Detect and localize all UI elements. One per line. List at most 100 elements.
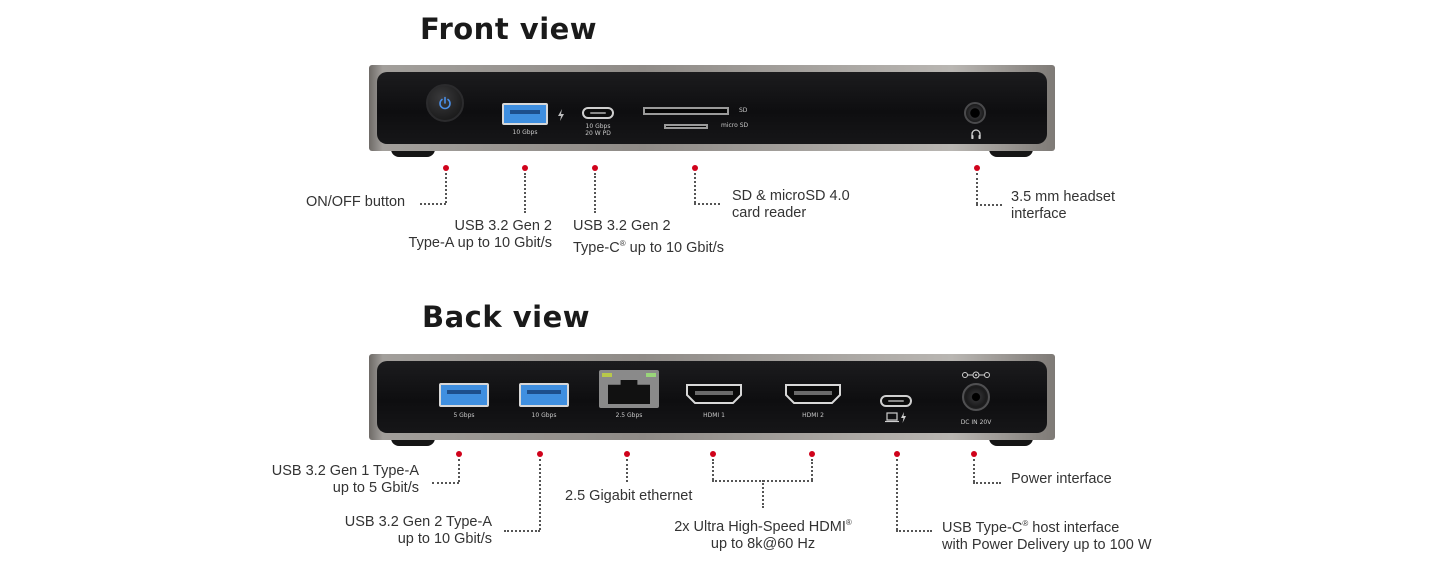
audio-jack-description: 3.5 mm headset interface (1011, 189, 1115, 223)
callout-line (420, 203, 446, 205)
back-usb-c-host-port[interactable] (880, 395, 912, 407)
callout-line (976, 204, 1002, 206)
back-usb-gen1-description: USB 3.2 Gen 1 Type-A up to 5 Gbit/s (250, 463, 419, 497)
front-usb-c-power-label: 20 W PD (585, 130, 611, 137)
front-usb-a-speed-label: 10 Gbps (512, 129, 538, 136)
front-usb-a-port[interactable] (502, 103, 548, 125)
callout-line (445, 173, 447, 203)
audio-jack-line2: interface (1011, 206, 1067, 222)
back-usb-gen1-line1: USB 3.2 Gen 1 Type-A (271, 463, 419, 479)
sd-reader-line2: card reader (732, 205, 807, 221)
device-foot (989, 149, 1033, 157)
callout-line (896, 459, 898, 530)
callout-line (626, 459, 628, 482)
callout-line (976, 173, 978, 204)
callout-dot-usb-gen2 (537, 451, 543, 457)
callout-dot-power (971, 451, 977, 457)
back-usb-gen2-line2: up to 10 Gbit/s (397, 531, 492, 547)
callout-line (973, 459, 975, 482)
callout-line (432, 482, 459, 484)
back-usb-a-2-speed-label: 10 Gbps (531, 412, 557, 419)
callout-dot-usb-a (522, 165, 528, 171)
device-foot (391, 149, 435, 157)
sd-reader-line1: SD & microSD 4.0 (732, 188, 850, 204)
callout-dot-onoff (443, 165, 449, 171)
usb-c-host-line2: with Power Delivery up to 100 W (942, 536, 1152, 553)
callout-dot-sd (692, 165, 698, 171)
hdmi-port-1[interactable] (685, 383, 743, 405)
sd-slot-label: SD (739, 107, 748, 114)
callout-dot-usb-c-host (894, 451, 900, 457)
back-usb-a-1-speed-label: 5 Gbps (453, 412, 475, 419)
front-view-heading: Front view (420, 12, 598, 46)
front-usb-a-line2: Type-A up to 10 Gbit/s (408, 235, 552, 251)
power-button[interactable] (426, 84, 464, 122)
callout-dot-hdmi-1 (710, 451, 716, 457)
callout-line (896, 530, 932, 532)
back-view-heading: Back view (422, 300, 591, 334)
callout-line (694, 203, 720, 205)
microsd-card-slot[interactable] (664, 124, 708, 129)
onoff-button-label: ON/OFF button (306, 194, 406, 210)
sd-reader-description: SD & microSD 4.0 card reader (732, 188, 850, 222)
callout-dot-ethernet (624, 451, 630, 457)
ethernet-description: 2.5 Gigabit ethernet (565, 488, 693, 504)
back-usb-gen2-description: USB 3.2 Gen 2 Type-A up to 10 Gbit/s (322, 514, 492, 548)
lightning-icon (558, 109, 564, 121)
front-usb-c-line2: Type-C® up to 10 Gbit/s (573, 239, 724, 256)
back-usb-a-port-1[interactable] (439, 383, 489, 407)
callout-line (524, 173, 526, 213)
callout-line (458, 459, 460, 482)
back-usb-gen1-line2: up to 5 Gbit/s (332, 480, 419, 496)
ethernet-speed-label: 2.5 Gbps (615, 412, 643, 419)
audio-jack-line1: 3.5 mm headset (1011, 189, 1115, 205)
callout-line (811, 459, 813, 480)
dc-in-label: DC IN 20V (960, 419, 992, 426)
callout-dot-usb-gen1 (456, 451, 462, 457)
ethernet-socket (608, 380, 650, 404)
device-foot (989, 438, 1033, 446)
headphones-icon (971, 129, 981, 139)
back-usb-gen2-line1: USB 3.2 Gen 2 Type-A (344, 514, 492, 530)
dc-power-jack[interactable] (962, 383, 990, 411)
callout-dot-usb-c (592, 165, 598, 171)
callout-line (762, 480, 764, 508)
front-panel: 10 Gbps 10 Gbps 20 W PD SD micro SD (377, 72, 1047, 144)
ethernet-port[interactable] (599, 370, 659, 408)
callout-line (694, 173, 696, 203)
power-icon (439, 96, 451, 110)
power-interface-description: Power interface (1011, 471, 1112, 487)
sd-card-slot[interactable] (643, 107, 729, 115)
front-usb-c-port[interactable] (582, 107, 614, 119)
back-usb-a-port-2[interactable] (519, 383, 569, 407)
front-usb-a-line1: USB 3.2 Gen 2 (454, 218, 552, 234)
hdmi-description: 2x Ultra High-Speed HDMI® up to 8k@60 Hz (672, 514, 854, 553)
front-usb-c-description: USB 3.2 Gen 2 Type-C® up to 10 Gbit/s (573, 218, 724, 257)
laptop-charge-icon (885, 412, 906, 423)
ethernet-led (602, 373, 612, 377)
callout-dot-hdmi-2 (809, 451, 815, 457)
front-usb-a-description: USB 3.2 Gen 2 Type-A up to 10 Gbit/s (380, 218, 552, 252)
back-panel: 5 Gbps 10 Gbps 2.5 Gbps HDMI 1 HDMI 2 (377, 361, 1047, 433)
callout-line (594, 173, 596, 213)
usb-c-host-line1: USB Type-C® host interface (942, 519, 1120, 536)
callout-dot-audio (974, 165, 980, 171)
front-panel-device: 10 Gbps 10 Gbps 20 W PD SD micro SD (369, 65, 1055, 157)
callout-line (539, 459, 541, 530)
hdmi-line1: 2x Ultra High-Speed HDMI® (674, 518, 852, 535)
callout-line (973, 482, 1001, 484)
headset-jack[interactable] (964, 102, 986, 124)
callout-line (712, 459, 714, 480)
device-foot (391, 438, 435, 446)
front-usb-c-line1: USB 3.2 Gen 2 (573, 218, 671, 234)
dc-polarity-icon (962, 371, 990, 379)
ethernet-led (646, 373, 656, 377)
front-usb-c-speed-label: 10 Gbps (585, 123, 611, 130)
hdmi-1-label: HDMI 1 (703, 412, 725, 419)
hdmi-line2: up to 8k@60 Hz (710, 535, 816, 552)
back-panel-device: 5 Gbps 10 Gbps 2.5 Gbps HDMI 1 HDMI 2 (369, 354, 1055, 446)
callout-line (504, 530, 540, 532)
hdmi-2-label: HDMI 2 (802, 412, 824, 419)
hdmi-port-2[interactable] (784, 383, 842, 405)
usb-c-host-description: USB Type-C® host interface with Power De… (942, 515, 1152, 554)
